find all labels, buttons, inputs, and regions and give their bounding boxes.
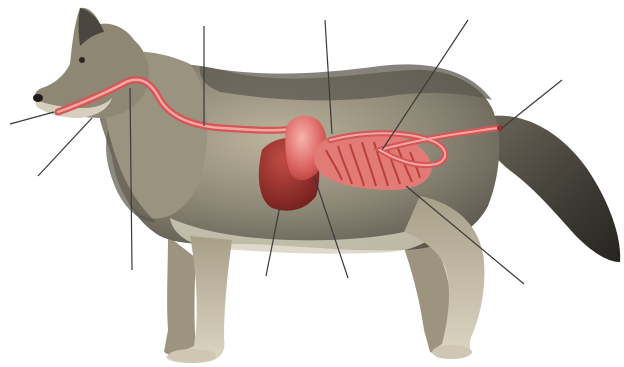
leader-line-jaw: [38, 118, 92, 176]
wolf-eye: [79, 57, 85, 63]
wolf-nose: [33, 94, 43, 102]
leader-line-anus: [502, 80, 562, 128]
leader-line-mouth: [10, 112, 54, 124]
wolf-hind-paw: [432, 345, 472, 359]
wolf-front-paw: [168, 349, 216, 363]
wolf-front-leg-far: [164, 236, 196, 357]
wolf-tail: [478, 116, 620, 262]
